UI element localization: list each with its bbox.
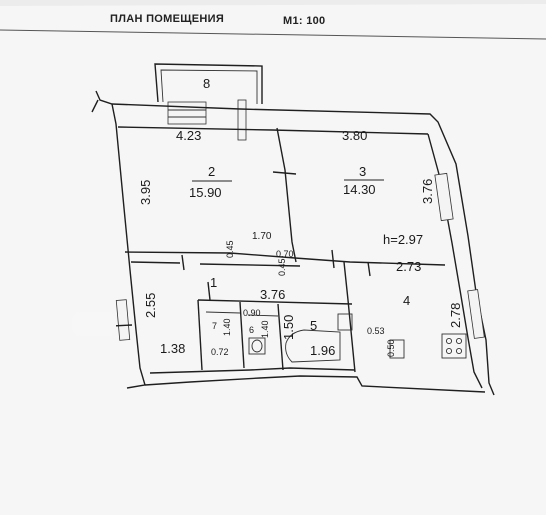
dim-1-96: 1.96 <box>310 343 335 358</box>
bathtub-fixture <box>285 329 341 363</box>
room-6-number: 6 <box>249 325 254 335</box>
room-7-number: 7 <box>212 321 217 331</box>
water-heater-fixture <box>389 339 405 359</box>
dim-0-45-b: 0.45 <box>277 258 287 276</box>
dim-3-95: 3.95 <box>138 180 153 205</box>
door-marks <box>111 171 371 327</box>
dim-0-72: 0.72 <box>211 347 229 357</box>
dim-0-70: 0.70 <box>276 249 294 259</box>
dim-1-38: 1.38 <box>160 341 185 356</box>
dim-1-40-b: 1.40 <box>260 320 270 338</box>
room-3-number: 3 <box>359 164 366 179</box>
room-2-area: 15.90 <box>189 185 222 200</box>
room-8-number: 8 <box>203 76 210 91</box>
interior-walls <box>124 127 446 373</box>
dim-0-53: 0.53 <box>367 326 385 336</box>
dim-2-78: 2.78 <box>448 303 463 328</box>
dim-1-50: 1.50 <box>281 315 296 340</box>
room-3-area: 14.30 <box>343 182 376 197</box>
toilet-fixture <box>248 337 266 355</box>
dim-2-73: 2.73 <box>396 259 421 274</box>
ceiling-height: h=2.97 <box>383 232 423 247</box>
room-5-number: 5 <box>310 318 317 333</box>
frame-line-top <box>0 29 546 40</box>
room-2-number: 2 <box>208 164 215 179</box>
dim-1-40-a: 1.40 <box>222 318 232 336</box>
dim-2-55: 2.55 <box>143 293 158 318</box>
room-4-number: 4 <box>403 293 410 308</box>
fixtures <box>248 313 467 363</box>
dim-3-76-horizontal: 3.76 <box>260 287 285 302</box>
window-room-2 <box>115 299 131 341</box>
dim-3-80: 3.80 <box>342 128 367 143</box>
window-room-4 <box>467 289 485 339</box>
smudge-mark <box>72 312 116 336</box>
dim-1-70: 1.70 <box>252 231 272 242</box>
dim-0-50: 0.50 <box>386 339 396 357</box>
stove-fixture <box>441 333 467 359</box>
room-1-number: 1 <box>210 275 217 290</box>
plan-title: ПЛАН ПОМЕЩЕНИЯ <box>110 13 224 25</box>
sink-fixture <box>337 313 353 331</box>
dim-3-76-vertical: 3.76 <box>420 179 435 204</box>
dim-4-23: 4.23 <box>176 128 201 143</box>
dim-0-45-a: 0.45 <box>225 240 235 258</box>
window-room-3 <box>434 172 454 222</box>
plan-scale: М1: 100 <box>283 15 325 27</box>
dim-0-90: 0.90 <box>243 308 261 318</box>
paper-sheet <box>0 4 546 515</box>
